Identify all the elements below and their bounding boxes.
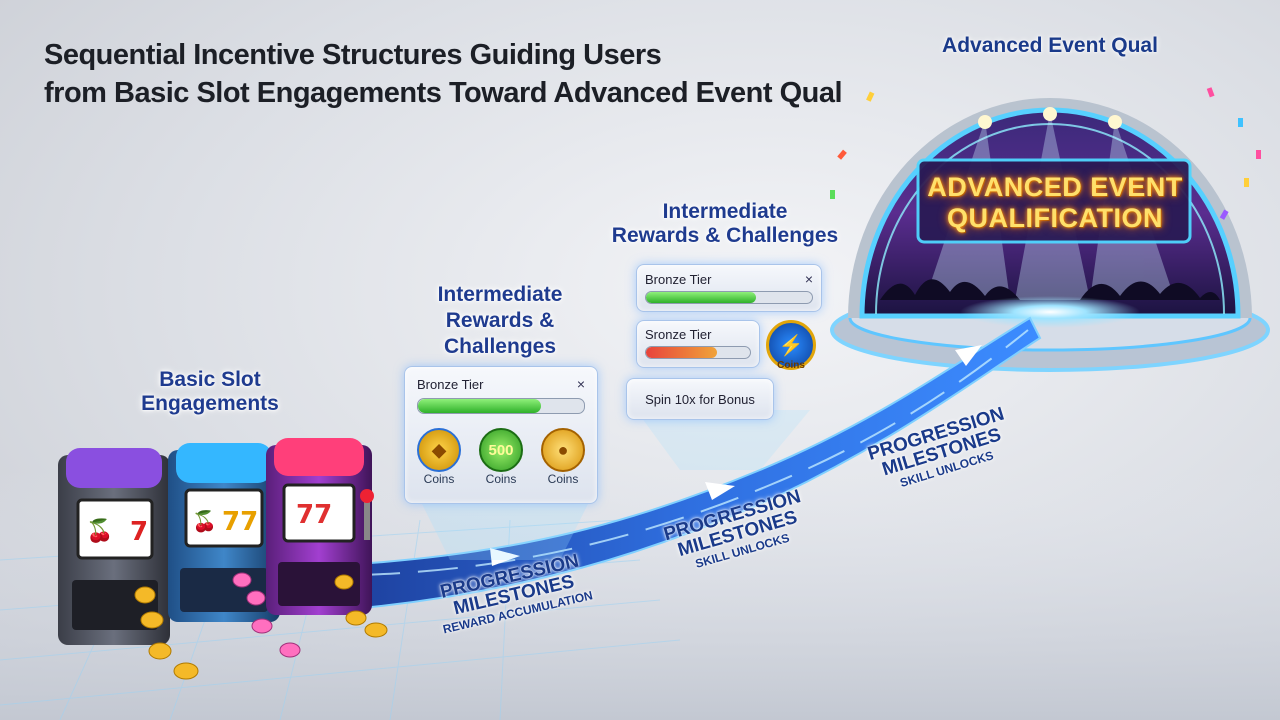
tier-name: Bronze Tier [645, 271, 712, 287]
tier-progress-bar [645, 291, 813, 304]
intermediate-2-label: Intermediate Rewards & Challenges [600, 200, 850, 248]
title-line-1: Sequential Incentive Structures Guiding … [44, 39, 662, 71]
reward-badge-3-label: Coins [547, 472, 579, 486]
advanced-event-label: Advanced Event Qual [942, 34, 1158, 57]
coin-bolt-label: Coins [777, 360, 805, 371]
sign-line-1: ADVANCED EVENT [927, 172, 1183, 202]
lightning-bolt-icon: ⚡ [766, 320, 816, 370]
svg-text:77: 77 [296, 500, 332, 530]
advanced-event-sign: ADVANCED EVENT QUALIFICATION [910, 172, 1200, 234]
intermediate-1-label-line-1: Intermediate [437, 283, 563, 306]
svg-text:🍒: 🍒 [86, 518, 113, 544]
svg-text:77: 77 [222, 507, 258, 537]
reward-badge-1: ◆ Coins [417, 428, 461, 486]
spin-bonus-challenge[interactable]: Spin 10x for Bonus [626, 378, 774, 420]
reward-badge-2-label: Coins [485, 472, 517, 486]
intermediate-1-card: Bronze Tier × ◆ Coins 500 Coins ● Coins [404, 366, 598, 504]
tier-progress-bar [417, 398, 585, 414]
sign-line-2: QUALIFICATION [947, 203, 1163, 233]
close-icon[interactable]: × [576, 376, 585, 392]
tier-progress-fill [418, 399, 541, 413]
basic-slot-label-line-1: Basic Slot [159, 368, 261, 391]
title-line-2: from Basic Slot Engagements Toward Advan… [44, 77, 843, 109]
intermediate-1-label: Intermediate Rewards & Challenges [410, 282, 590, 360]
reward-badge-3: ● Coins [541, 428, 585, 486]
tier-progress-fill [646, 292, 756, 303]
intermediate-2-card-2: Sronze Tier [636, 320, 760, 368]
tier-name: Bronze Tier [417, 376, 484, 392]
reward-badge-1-label: Coins [423, 472, 455, 486]
tier-name: Sronze Tier [645, 327, 712, 342]
diagram-title: Sequential Incentive Structures Guiding … [44, 36, 864, 112]
intermediate-1-label-line-3: Challenges [443, 335, 557, 358]
gold-emblem-icon: ◆ [417, 428, 461, 472]
intermediate-1-label-line-2: Rewards & [445, 309, 555, 332]
coin-bolt-badge: ⚡ Coins [764, 320, 818, 371]
basic-slot-label-line-2: Engagements [141, 392, 279, 415]
basic-slot-label: Basic Slot Engagements [120, 368, 300, 416]
intermediate-2-label-line-1: Intermediate [662, 200, 788, 223]
svg-text:7: 7 [130, 517, 148, 547]
close-icon[interactable]: × [804, 271, 813, 287]
green-chip-icon: 500 [479, 428, 523, 472]
tier-progress-fill [646, 347, 717, 358]
svg-text:🍒: 🍒 [192, 509, 217, 533]
reward-badge-2: 500 Coins [479, 428, 523, 486]
gold-medal-icon: ● [541, 428, 585, 472]
intermediate-2-card-1: Bronze Tier × [636, 264, 822, 312]
tier-progress-bar [645, 346, 751, 359]
intermediate-2-label-line-2: Rewards & Challenges [611, 224, 839, 247]
